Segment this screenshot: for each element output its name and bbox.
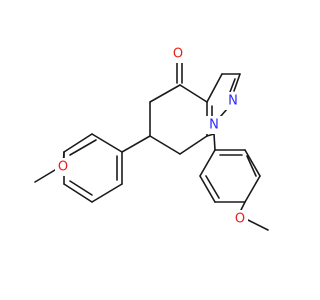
molecule-structure-drawing: O N N O O [34, 45, 269, 231]
pyrazole-n1-background [206, 116, 222, 134]
pyrazole-n2-label: N [228, 94, 238, 109]
pyrazole-c3-n2-double-bond [229, 78, 236, 93]
pyrazole-n1-c7a-bond [206, 133, 215, 137]
right-aryl-inner-bond-b [246, 155, 257, 177]
left-aryl-inner-bond-a [69, 139, 97, 156]
pyrazole-n2-background [225, 92, 241, 110]
pyrazole-n1-label: N [209, 118, 219, 133]
right-methoxy-ch3-bond [247, 219, 269, 231]
atom-layer: O N N O O [55, 45, 248, 228]
right-aryl-bond-1 [199, 149, 216, 177]
left-aryl-bond-6 [63, 183, 93, 203]
bond-layer [34, 61, 269, 231]
molecule-svg: O N N O O [34, 45, 269, 231]
pyrazole-c3a-c3-bond [206, 73, 223, 103]
right-aryl-bond-3 [199, 175, 216, 203]
right-aryl-bond-6 [244, 175, 261, 203]
right-aryl-bond-4 [244, 149, 261, 177]
ring-c4-c5-bond [149, 84, 181, 103]
ketone-oxygen-label: O [173, 47, 183, 62]
right-aryl-inner-bond-a [205, 175, 220, 199]
n1-aryl-bond [213, 133, 216, 151]
right-methoxy-oxygen-background [232, 210, 248, 228]
left-aryl-bond-3 [63, 133, 93, 153]
ring-c3a-c4-bond [179, 84, 208, 103]
left-methoxy-ch3-bond [34, 169, 56, 183]
left-aryl-inner-bond-c [69, 180, 93, 196]
c6-aryl-bond [121, 135, 151, 153]
left-aryl-bond-1 [91, 133, 123, 153]
right-methoxy-oxygen-label: O [235, 212, 245, 227]
left-methoxy-oxygen-background [55, 158, 71, 176]
ring-c6-c7-bond [149, 135, 181, 155]
pyrazole-c3-n2-bond [233, 73, 241, 92]
ketone-oxygen-background [170, 45, 186, 63]
ring-c7-c7a-bond [179, 135, 208, 155]
left-aryl-bond-4 [91, 183, 123, 203]
left-methoxy-oxygen-label: O [58, 160, 68, 175]
